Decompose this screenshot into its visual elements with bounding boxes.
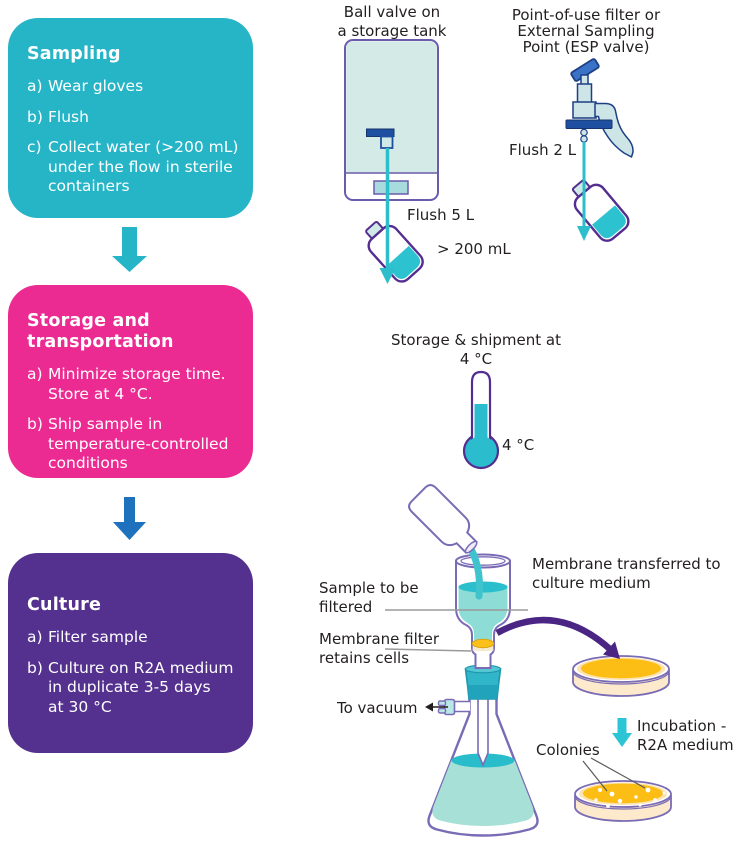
pointer-line [384, 648, 472, 652]
pointer-line [590, 757, 646, 789]
sample-bottle-icon [357, 213, 428, 287]
step-title: Culture [27, 595, 102, 615]
flush-2l-label: Flush 2 L [509, 141, 577, 159]
step-item: a) Wear gloves [27, 77, 144, 95]
pointer-line [582, 760, 608, 792]
step-title: Storage and transportation [27, 311, 174, 352]
temperature-label: 4 °C [502, 436, 535, 454]
process-step-storage: Storage and transportation a) Minimize s… [8, 285, 253, 478]
filtration-illustration [408, 484, 539, 837]
petri-dish-icon [572, 655, 670, 697]
membrane-holder [565, 119, 613, 129]
incubation-arrow-icon [612, 718, 632, 747]
membrane-transferred-label: Membrane transferred to culture medium [532, 555, 721, 592]
step-item: a) Minimize storage time. Store at 4 °C. [27, 365, 226, 403]
flush-5l-label: Flush 5 L [407, 206, 475, 224]
incubation-label: Incubation - R2A medium [637, 717, 734, 754]
step-item: a) Filter sample [27, 628, 148, 646]
petri-dish-colonies-icon [574, 780, 672, 822]
transfer-arrow-icon [495, 616, 615, 654]
step-item: b) Ship sample in temperature-controlled… [27, 415, 229, 472]
ball-valve-icon [366, 128, 395, 137]
to-vacuum-arrow-icon [425, 702, 448, 712]
sample-filtered-label: Sample to be filtered [319, 579, 419, 616]
step-title: Sampling [27, 44, 121, 64]
process-step-culture: Culture a) Filter sample b) Culture on R… [8, 553, 253, 753]
to-vacuum-label: To vacuum [337, 699, 418, 717]
step-item: b) Culture on R2A medium in duplicate 3-… [27, 658, 234, 716]
storage-shipment-label: Storage & shipment at 4 °C [390, 331, 561, 368]
flow-arrow-down-icon [112, 227, 147, 272]
storage-tank-illustration [344, 39, 439, 287]
pouring-bottle-icon [408, 484, 478, 554]
step-item: b) Flush [27, 107, 89, 126]
volume-label: > 200 mL [437, 240, 511, 258]
thermometer-icon [462, 370, 500, 470]
step-item: c) Collect water (>200 mL) under the flo… [27, 138, 239, 195]
esp-title-label: Point-of-use filter or External Sampling… [511, 6, 661, 56]
esp-valve-illustration [563, 58, 634, 246]
membrane-filter-icon [471, 638, 495, 649]
valve-spout [594, 102, 634, 158]
valve-handle [570, 58, 600, 82]
tank-title-label: Ball valve on a storage tank [337, 3, 447, 40]
tank-outlet [373, 180, 409, 195]
colonies-label: Colonies [536, 741, 600, 759]
membrane-filter-label: Membrane filter retains cells [319, 630, 440, 667]
flow-arrow-down-icon [113, 497, 146, 540]
sample-bottle-icon [563, 172, 634, 246]
process-step-sampling: Sampling a) Wear gloves b) Flush c) Coll… [8, 18, 253, 218]
